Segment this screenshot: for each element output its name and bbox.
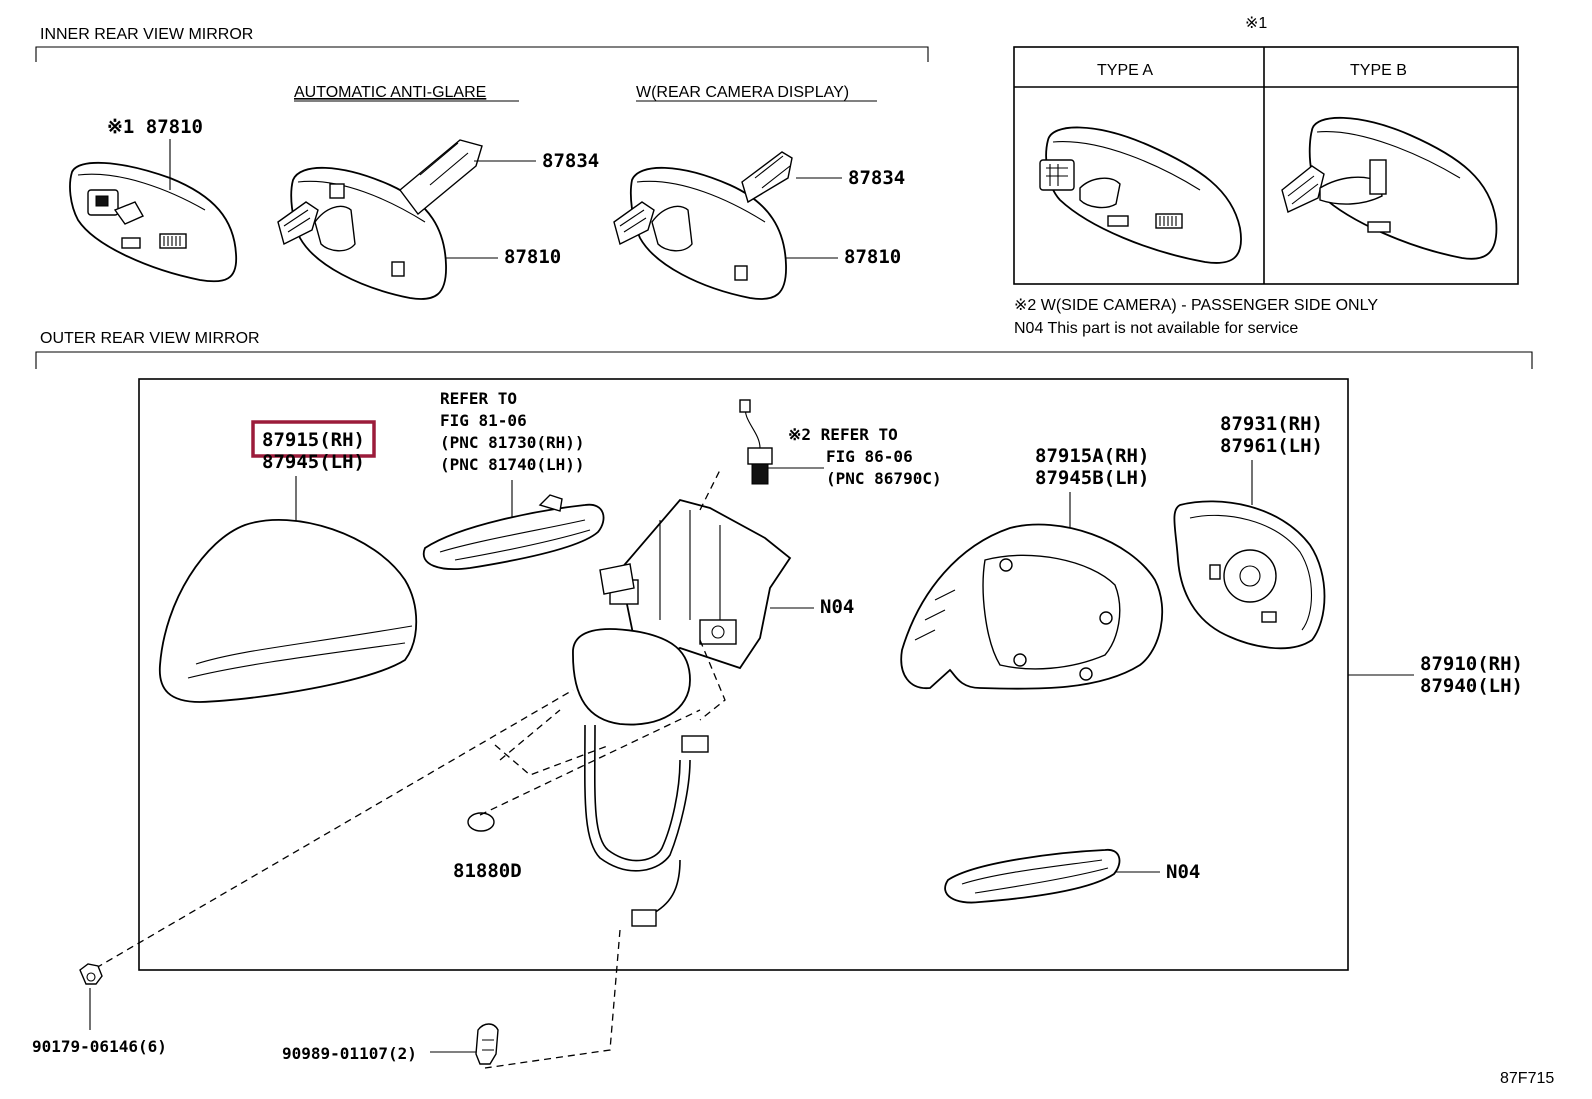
part-81880d: 81880D — [453, 860, 522, 882]
refer-86-06-line1: ※2 REFER TO — [788, 425, 898, 444]
outer-section-bracket — [35, 351, 1533, 369]
part-n04-motor: N04 — [820, 596, 854, 618]
highlight-box-87915 — [251, 420, 376, 458]
turn-signal-lamp-upper — [422, 494, 605, 570]
inner-mirror-basic — [69, 161, 238, 283]
clip-90989 — [475, 1023, 499, 1065]
type-table-mark: ※1 — [1245, 15, 1267, 32]
note-n04: N04 This part is not available for servi… — [1014, 320, 1298, 337]
wire-harness — [584, 724, 709, 927]
part-90179-06146: 90179-06146(6) — [32, 1037, 167, 1056]
inner-section-bracket — [35, 46, 929, 62]
type-b-header: TYPE B — [1350, 62, 1407, 79]
nut-90179 — [79, 963, 103, 985]
section-title-outer: OUTER REAR VIEW MIRROR — [40, 330, 260, 347]
part-87940-lh: 87940(LH) — [1420, 675, 1523, 697]
figure-code: 87F715 — [1500, 1070, 1554, 1087]
part-87915a-rh: 87915A(RH) — [1035, 445, 1149, 467]
refer-81-06-line4: (PNC 81740(LH)) — [440, 455, 585, 474]
part-87834-anti-glare: 87834 — [542, 150, 599, 172]
type-b-mirror — [1281, 116, 1498, 260]
part-87834-rear-camera: 87834 — [848, 167, 905, 189]
refer-81-06-line1: REFER TO — [440, 389, 517, 408]
refer-86-06-line2: FIG 86-06 — [826, 447, 913, 466]
refer-81-06-line2: FIG 81-06 — [440, 411, 527, 430]
part-87910-rh: 87910(RH) — [1420, 653, 1523, 675]
variant-label-anti-glare: AUTOMATIC ANTI-GLARE — [294, 84, 486, 101]
type-table-frame — [1013, 46, 1519, 285]
inner-mirror-anti-glare — [277, 139, 483, 300]
type-a-header: TYPE A — [1097, 62, 1153, 79]
turn-signal-lamp-lower — [944, 849, 1121, 904]
refer-86-06-line3: (PNC 86790C) — [826, 469, 942, 488]
refer-81-06-line3: (PNC 81730(RH)) — [440, 433, 585, 452]
part-87810-anti-glare: 87810 — [504, 246, 561, 268]
exploded-view-lines — [95, 469, 726, 1069]
part-87810-rear-camera: 87810 — [844, 246, 901, 268]
part-87915-rh: 87915(RH) — [262, 429, 365, 451]
section-title-inner: INNER REAR VIEW MIRROR — [40, 26, 253, 43]
mirror-housing-frame — [900, 523, 1164, 690]
part-87961-lh: 87961(LH) — [1220, 435, 1323, 457]
part-87945-lh: 87945(LH) — [262, 451, 365, 473]
mirror-base-motor — [572, 498, 792, 726]
mirror-glass — [1173, 500, 1326, 650]
cap-81880d — [467, 812, 495, 832]
note-side-camera: ※2 W(SIDE CAMERA) - PASSENGER SIDE ONLY — [1014, 297, 1378, 314]
inner-mirror-rear-camera — [613, 151, 793, 300]
part-90989-01107: 90989-01107(2) — [282, 1044, 417, 1063]
part-87945b-lh: 87945B(LH) — [1035, 467, 1149, 489]
side-camera — [739, 399, 773, 485]
variant-label-rear-camera: W(REAR CAMERA DISPLAY) — [636, 84, 849, 101]
part-87931-rh: 87931(RH) — [1220, 413, 1323, 435]
mirror-cover — [158, 518, 418, 703]
type-a-mirror — [1039, 126, 1242, 264]
part-87810-basic: ※1 87810 — [107, 116, 203, 138]
part-n04-lamp: N04 — [1166, 861, 1200, 883]
